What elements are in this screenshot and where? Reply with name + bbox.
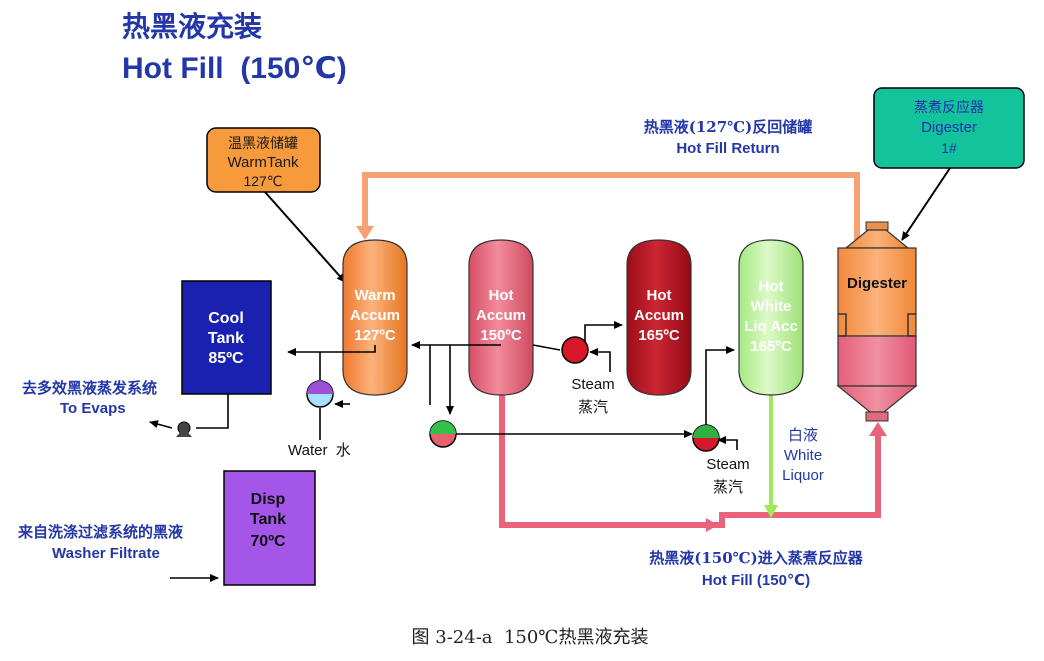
steam1-en: Steam	[571, 376, 614, 393]
hot-accum-150-vessel: Hot Accum 150ºC	[468, 239, 534, 396]
hot-accum-150-l1: Hot	[489, 287, 514, 304]
white-liquor-en2: Liquor	[782, 467, 824, 484]
washer-label-cn: 来自洗涤过滤系统的黑液	[17, 523, 184, 541]
fill-label-cn: 热黑液(150℃)进入蒸煮反应器	[649, 549, 863, 567]
hot-fill-return-line	[356, 172, 860, 240]
digester-vessel-label: Digester	[847, 275, 907, 292]
white-liquor-en1: White	[784, 447, 822, 464]
cool-tank-l1: Cool	[208, 310, 244, 327]
warm-accum-vessel: Warm Accum 127ºC	[342, 239, 408, 396]
return-label-cn: 热黑液(127℃)反回储罐	[644, 118, 812, 136]
cooler-exchanger	[306, 380, 334, 408]
hot-accum-165-l3: 165ºC	[638, 327, 680, 344]
white-liquor-cn: 白液	[788, 426, 818, 444]
steam-heater-1	[561, 336, 589, 364]
fill-label-en: Hot Fill (150℃)	[702, 572, 810, 589]
cool-tank-l3: 85ºC	[208, 350, 244, 367]
digester-label-box: 蒸煮反应器 Digester 1#	[873, 87, 1025, 169]
digester-label-num: 1#	[941, 140, 957, 156]
mix-valve	[429, 420, 457, 448]
warm-tank-box: 温黑液储罐 WarmTank 127℃	[206, 127, 321, 193]
steam-heater-2	[692, 424, 720, 452]
warm-tank-en: WarmTank	[227, 154, 299, 171]
steam2-cn: 蒸汽	[713, 478, 743, 496]
warm-tank-pointer	[264, 191, 346, 283]
return-label-en: Hot Fill Return	[676, 140, 779, 157]
hot-accum-165-l2: Accum	[634, 307, 684, 324]
piping	[149, 321, 738, 582]
digester-label-cn: 蒸煮反应器	[914, 99, 984, 116]
warm-accum-l3: 127ºC	[354, 327, 396, 344]
figure-caption: 图 3-24-a 150℃热黑液充装	[412, 627, 649, 648]
hot-fill-line	[499, 395, 887, 532]
hot-white-liq-vessel: Hot White Liq Acc 165ºC	[738, 239, 804, 396]
hot-accum-165-vessel: Hot Accum 165ºC	[626, 239, 692, 396]
disp-tank-l1: Disp	[251, 491, 286, 508]
hot-white-l4: 165ºC	[750, 338, 792, 355]
evaps-label-en: To Evaps	[60, 400, 126, 417]
title-chinese: 热黑液充装	[122, 10, 262, 43]
hot-white-l3: Liq Acc	[744, 318, 798, 335]
water-label: Water 水	[288, 442, 351, 459]
disp-tank-l2: Tank	[250, 511, 286, 528]
cool-tank: Cool Tank 85ºC	[181, 280, 272, 395]
evaps-pump-icon	[176, 421, 192, 437]
warm-accum-l2: Accum	[350, 307, 400, 324]
steam1-cn: 蒸汽	[578, 398, 608, 416]
evaps-label-cn: 去多效黑液蒸发系统	[22, 379, 157, 397]
steam2-en: Steam	[706, 456, 749, 473]
title-english: Hot Fill (150℃)	[122, 52, 347, 85]
white-liquor-line	[764, 388, 778, 518]
hot-accum-165-l1: Hot	[647, 287, 672, 304]
hot-white-l2: White	[751, 298, 792, 315]
warm-accum-l1: Warm	[354, 287, 395, 304]
warm-tank-cn: 温黑液储罐	[228, 136, 298, 152]
hot-white-l1: Hot	[759, 278, 784, 295]
digester-label-en: Digester	[921, 119, 977, 136]
disp-tank-l3: 70ºC	[250, 533, 286, 550]
hot-accum-150-l3: 150ºC	[480, 327, 522, 344]
disp-tank: Disp Tank 70ºC	[223, 470, 316, 586]
warm-tank-temp: 127℃	[243, 173, 282, 189]
hot-accum-150-l2: Accum	[476, 307, 526, 324]
digester-vessel: Digester	[836, 221, 918, 422]
cool-tank-l2: Tank	[208, 330, 244, 347]
washer-label-en: Washer Filtrate	[52, 545, 160, 562]
digester-pointer	[901, 167, 951, 241]
